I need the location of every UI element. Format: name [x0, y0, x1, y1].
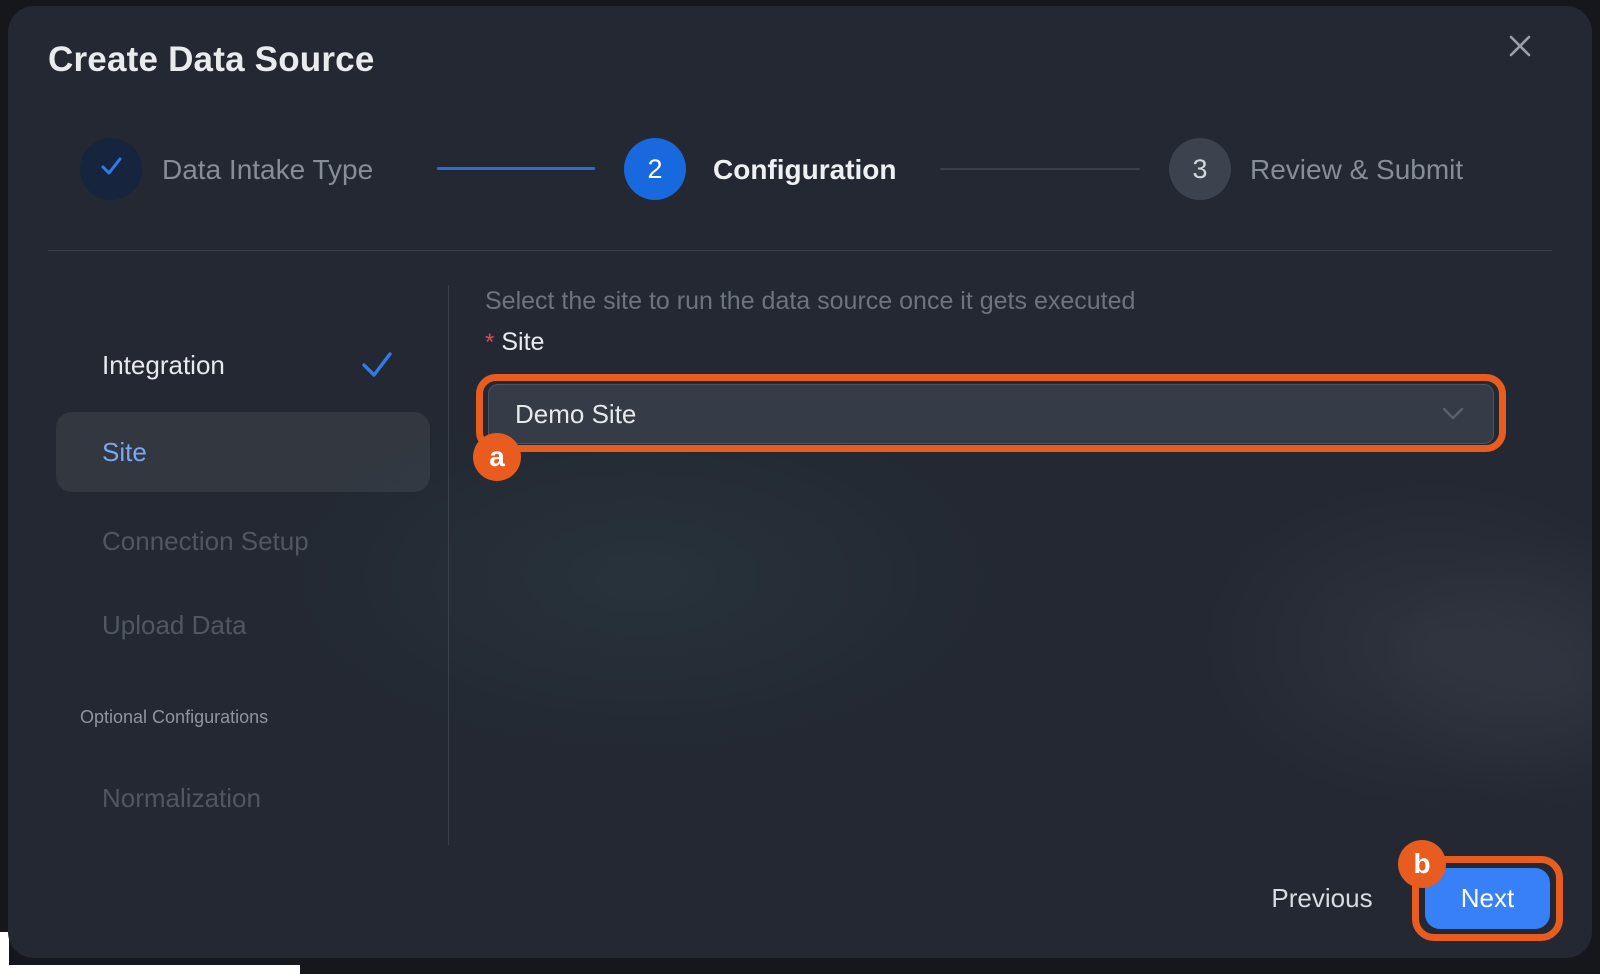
step-indicator-review-submit: 3 [1169, 138, 1231, 200]
previous-button[interactable]: Previous [1212, 883, 1432, 914]
step-label-review-submit: Review & Submit [1250, 154, 1464, 185]
check-icon [95, 150, 127, 189]
required-asterisk: * [485, 329, 495, 356]
sidebar-item-upload-data: Upload Data [102, 610, 247, 640]
site-field-label-text: Site [501, 328, 545, 356]
sidebar-item-normalization: Normalization [102, 783, 261, 813]
step-indicator-configuration: 2 [624, 138, 686, 200]
site-field-label: *Site [485, 328, 544, 357]
step-number: 3 [1192, 153, 1208, 184]
sidebar-item-integration[interactable]: Integration [102, 350, 225, 380]
step-number: 2 [647, 153, 663, 184]
page-edge-left [0, 932, 9, 974]
step-connector-upcoming [940, 168, 1140, 170]
sidebar-item-site[interactable]: Site [56, 412, 430, 492]
page-title: Create Data Source [48, 40, 375, 79]
step-label-data-intake-type: Data Intake Type [162, 154, 374, 185]
header-divider [48, 250, 1552, 251]
chevron-down-icon [1439, 404, 1467, 424]
step-indicator-data-intake-type [80, 138, 142, 200]
next-button[interactable]: Next [1425, 868, 1550, 929]
create-data-source-modal: Create Data Source Data Intake Type 2 Co… [8, 6, 1592, 958]
step-connector-completed [437, 167, 595, 170]
step-label-configuration: Configuration [713, 154, 897, 185]
sidebar-section-optional-configurations: Optional Configurations [80, 707, 269, 727]
site-step-description: Select the site to run the data source o… [485, 287, 1136, 315]
site-select[interactable]: Demo Site [488, 384, 1494, 444]
check-icon [358, 348, 396, 385]
site-select-value: Demo Site [515, 398, 637, 429]
sidebar-item-connection-setup: Connection Setup [102, 526, 309, 556]
page-edge-bottom [0, 965, 300, 974]
sidebar-item-site-label: Site [102, 437, 147, 467]
sidebar-divider [448, 285, 449, 845]
close-icon [1504, 30, 1536, 65]
close-button[interactable] [1492, 19, 1548, 75]
